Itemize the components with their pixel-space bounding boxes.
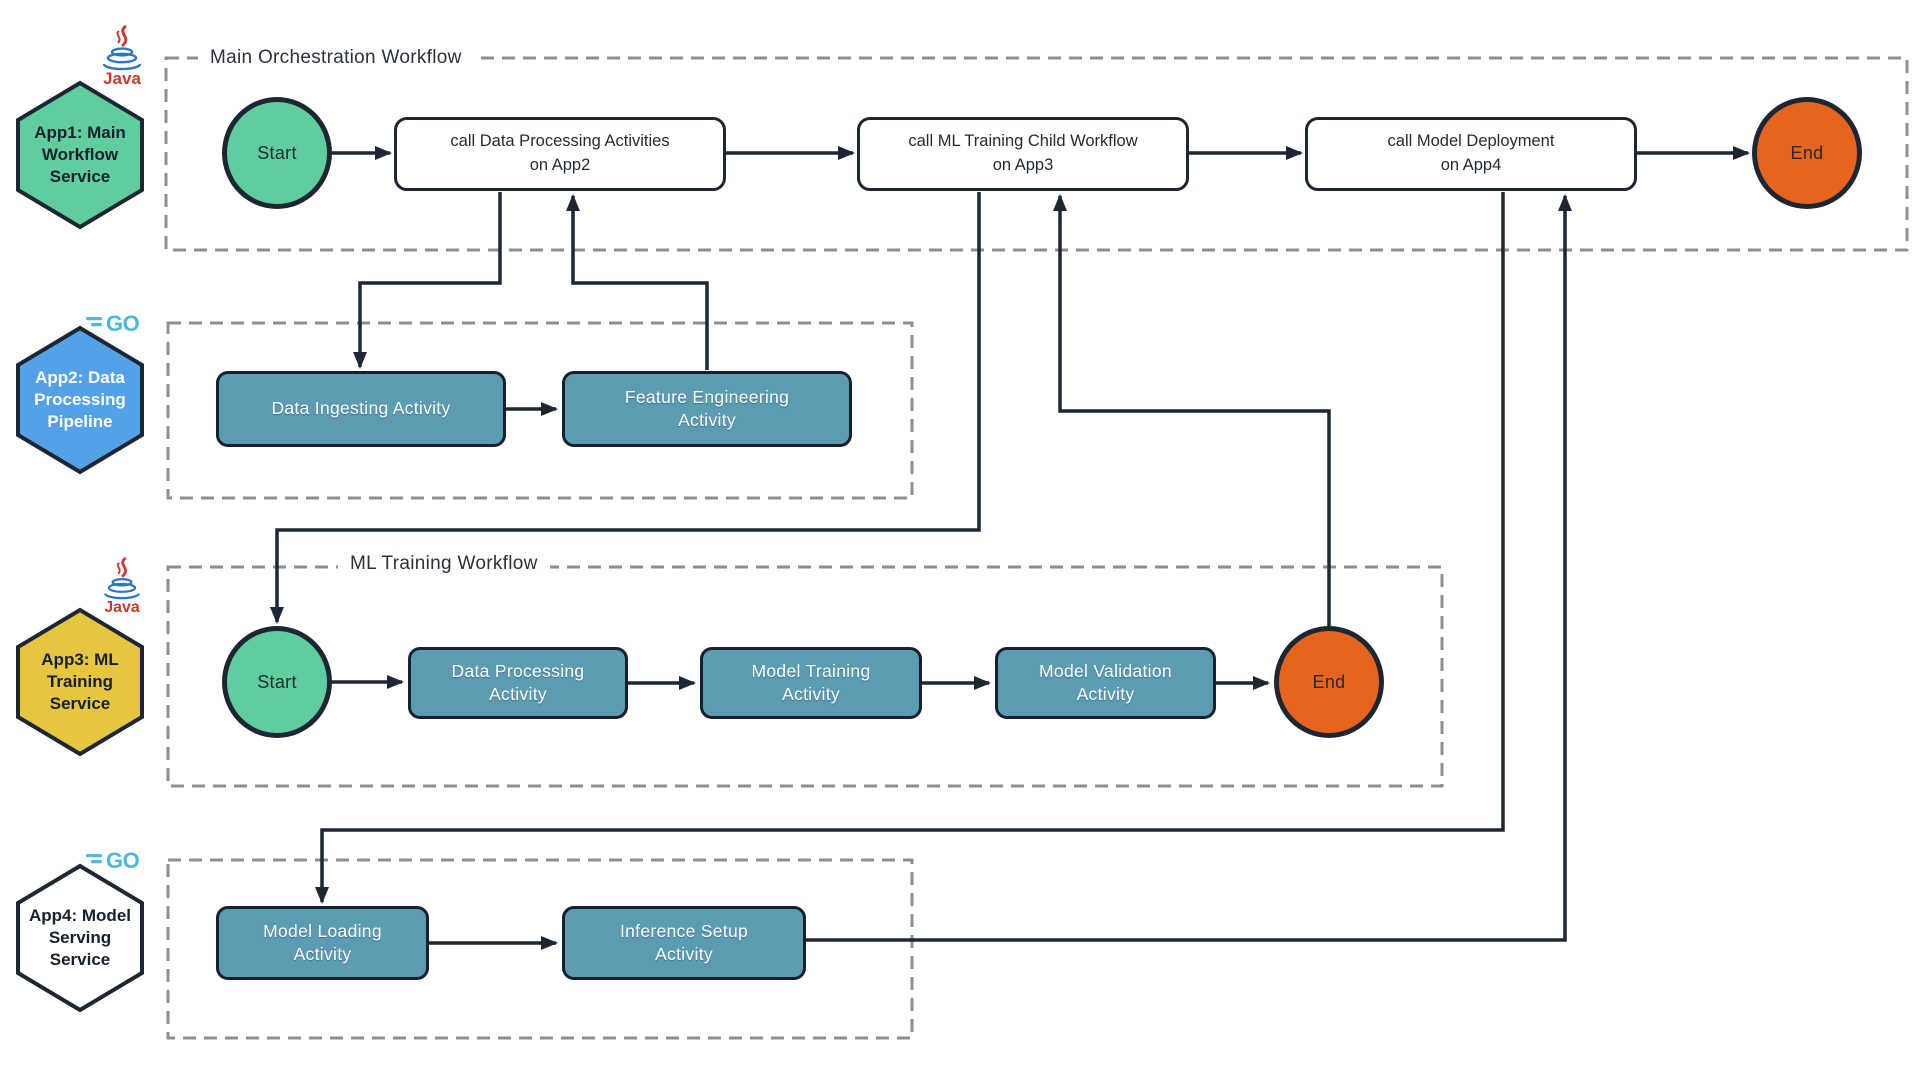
java-cup-rim-icon (110, 47, 134, 57)
java-saucer-icon (102, 63, 142, 71)
call-ml-training-box: call ML Training Child Workflow on App3 (857, 117, 1189, 191)
go-logo-app4: GO (86, 848, 140, 873)
ml-start-node: Start (222, 626, 332, 738)
app3-label: App3: ML Training Service (18, 647, 142, 717)
java-logo-app1: Java (102, 24, 142, 88)
model-loading-line1: Model Loading (263, 920, 382, 941)
app2-label-line2: Processing (34, 390, 126, 410)
app2-label-line1: App2: Data (35, 368, 125, 388)
data-ingesting-label: Data Ingesting Activity (271, 398, 451, 419)
go-logo-app2: GO (86, 311, 140, 336)
java-cup-rim-icon (111, 577, 133, 587)
ml-training-dashed-box (166, 565, 1444, 788)
app2-label: App2: Data Processing Pipeline (18, 365, 142, 435)
app3-hexagon (16, 607, 144, 757)
go-wordmark: GO (106, 311, 140, 336)
model-training-line2: Activity (782, 684, 840, 704)
model-serving-dashed-box (166, 858, 914, 1040)
go-speedline2-icon (91, 860, 102, 864)
app4-label: App4: Model Serving Service (18, 903, 142, 973)
feature-engineering-line1: Feature Engineering (624, 386, 790, 407)
call-model-deployment-line2: on App4 (1440, 156, 1502, 174)
arrow-call1-to-data-ingesting (353, 192, 502, 369)
app3-label-line1: App3: ML (41, 650, 119, 670)
java-steam-icon (120, 24, 128, 48)
call-ml-training-line2: on App3 (992, 156, 1054, 174)
inference-setup-line2: Activity (655, 944, 713, 964)
java-wordmark: Java (103, 69, 141, 88)
java-cup-icon (106, 52, 138, 64)
go-speedline-icon (86, 854, 102, 858)
app3-label-line3: Service (49, 693, 111, 713)
main-workflow-label: Main Orchestration Workflow (198, 45, 474, 71)
call-data-processing-line2: on App2 (529, 156, 591, 174)
arrow-inference-setup-to-call3 (806, 194, 1572, 942)
ml-end-node: End (1274, 626, 1384, 738)
main-start-node: Start (222, 97, 332, 209)
java-saucer-icon (104, 593, 140, 600)
app1-label-line2: Workflow (41, 145, 119, 165)
app1-label: App1: Main Workflow Service (18, 120, 142, 190)
data-processing-dashed-box (166, 321, 914, 500)
arrow-ml-end-to-call2 (1053, 194, 1331, 627)
arrow-feature-eng-to-call1 (566, 194, 709, 370)
feature-engineering-line2: Activity (678, 410, 736, 430)
model-validation-line2: Activity (1076, 684, 1135, 704)
java-cup-icon (107, 582, 137, 593)
app2-hexagon (16, 325, 144, 475)
call-ml-training-line1: call ML Training Child Workflow (908, 132, 1138, 151)
call-data-processing-line1: call Data Processing Activities (450, 132, 670, 151)
data-processing-line1: Data Processing (451, 660, 585, 681)
data-processing-line2: Activity (489, 684, 547, 704)
main-workflow-dashed-box (164, 56, 1909, 252)
model-validation-activity-box: Model Validation Activity (995, 647, 1216, 719)
app2-label-line3: Pipeline (47, 411, 113, 431)
model-loading-activity-box: Model Loading Activity (216, 906, 429, 980)
app4-hexagon (16, 863, 144, 1013)
app1-hexagon (16, 80, 144, 230)
app4-label-line3: Service (49, 949, 111, 969)
model-training-activity-box: Model Training Activity (700, 647, 922, 719)
app4-label-line2: Serving (48, 928, 112, 948)
inference-setup-activity-box: Inference Setup Activity (562, 906, 806, 980)
call-model-deployment-line1: call Model Deployment (1387, 132, 1555, 151)
data-processing-activity-box: Data Processing Activity (408, 647, 628, 719)
go-wordmark: GO (106, 848, 140, 873)
app1-label-line3: Service (49, 166, 111, 186)
java-steam2-icon (116, 561, 121, 575)
app3-label-line2: Training (46, 672, 114, 692)
arrow-call3-to-model-loading (315, 192, 1505, 904)
app1-label-line1: App1: Main (34, 123, 126, 143)
go-speedline-icon (86, 317, 102, 321)
call-model-deployment-box: call Model Deployment on App4 (1305, 117, 1637, 191)
model-training-line1: Model Training (751, 660, 871, 681)
feature-engineering-activity-box: Feature Engineering Activity (562, 371, 852, 447)
model-validation-line1: Model Validation (1039, 660, 1172, 681)
ml-workflow-label: ML Training Workflow (338, 551, 550, 577)
data-ingesting-activity-box: Data Ingesting Activity (216, 371, 506, 447)
java-steam2-icon (116, 30, 121, 44)
inference-setup-line1: Inference Setup (619, 920, 749, 941)
go-speedline2-icon (91, 323, 102, 327)
model-loading-line2: Activity (293, 944, 352, 964)
arrow-call2-to-ml-start (270, 192, 981, 624)
main-end-node: End (1752, 97, 1862, 209)
java-wordmark: Java (104, 599, 139, 616)
call-data-processing-box: call Data Processing Activities on App2 (394, 117, 726, 191)
java-steam-icon (121, 556, 127, 578)
java-logo-app3: Java (104, 556, 140, 616)
app4-label-line1: App4: Model (29, 906, 131, 926)
